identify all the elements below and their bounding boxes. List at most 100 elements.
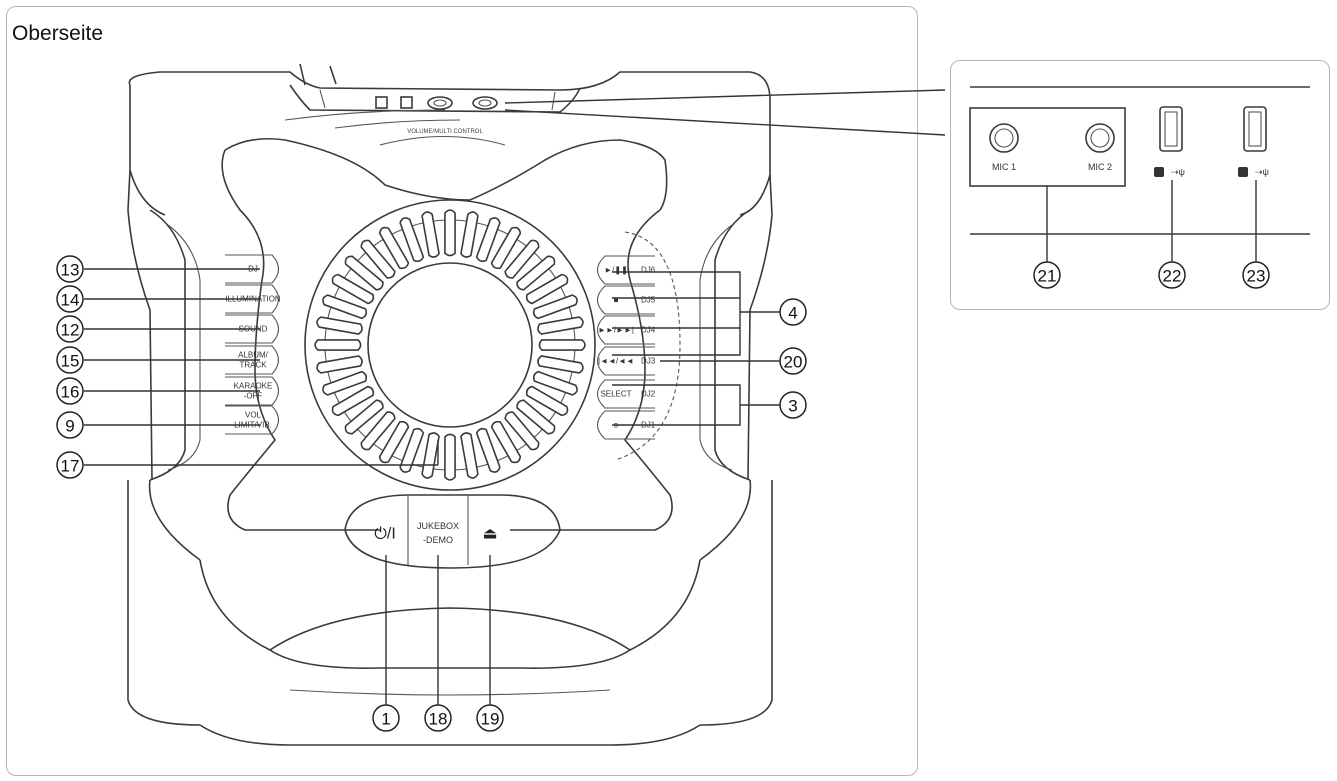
callout-15: 15 bbox=[56, 346, 84, 374]
inset-content: MIC 1 MIC 2 ⇢ψ ⇢ψ bbox=[969, 86, 1310, 262]
device-body: VOLUME/MULTI CONTROL ⏻/I JUKEBOX -DEMO ⏏ bbox=[127, 63, 773, 746]
callout-number: 18 bbox=[429, 710, 448, 729]
left-button-label: VOL bbox=[245, 411, 262, 420]
callout-3: 3 bbox=[779, 391, 807, 419]
left-button-label: -OFF bbox=[244, 392, 263, 401]
right-button-label: ■ bbox=[614, 296, 619, 305]
dial-ridge bbox=[525, 273, 569, 305]
dial-ridge bbox=[516, 399, 556, 435]
callout-number: 20 bbox=[784, 353, 803, 372]
right-button-1[interactable]: ►/❚❚ DJ6 bbox=[596, 255, 656, 285]
dial-ridges bbox=[314, 209, 586, 481]
dj-label: DJ6 bbox=[641, 266, 656, 275]
dial-ridge bbox=[516, 255, 556, 291]
dial-ridge bbox=[537, 355, 584, 374]
callout-16: 16 bbox=[56, 377, 84, 405]
dial-ridge bbox=[525, 385, 569, 417]
left-button-4[interactable]: ALBUM/TRACK bbox=[225, 345, 280, 375]
dial-ridge bbox=[399, 427, 425, 473]
usb-b-badge-icon bbox=[1238, 167, 1248, 177]
dj-label: DJ4 bbox=[641, 326, 656, 335]
right-button-label: ►►/►►| bbox=[598, 326, 634, 335]
dial-ridge bbox=[378, 226, 410, 270]
dial-ridge bbox=[460, 432, 479, 479]
jukebox-line-2: -DEMO bbox=[423, 535, 453, 545]
callout-number: 22 bbox=[1163, 267, 1182, 286]
callout-13: 13 bbox=[56, 255, 84, 283]
dj-label: DJ2 bbox=[641, 390, 656, 399]
dial-ridge bbox=[399, 217, 425, 263]
right-button-4[interactable]: |◄◄/◄◄ DJ3 bbox=[596, 346, 656, 376]
mic1-jack-icon bbox=[989, 123, 1019, 153]
callout-14: 14 bbox=[56, 285, 84, 313]
callout-number: 13 bbox=[61, 261, 80, 280]
dial-ridge bbox=[360, 239, 396, 279]
callout-21: 21 bbox=[1033, 261, 1061, 289]
callouts: 13 14 12 15 16 9 17 4 20 3 1 18 19 21 22 23 bbox=[56, 255, 1270, 732]
dial-ridge bbox=[322, 294, 368, 320]
callout-number: 16 bbox=[61, 383, 80, 402]
dial-ridge bbox=[532, 370, 578, 396]
dj-label: DJ3 bbox=[641, 357, 656, 366]
callout-12: 12 bbox=[56, 315, 84, 343]
dial-center bbox=[367, 262, 533, 428]
mic2-label: MIC 2 bbox=[1088, 162, 1112, 172]
volume-dial[interactable] bbox=[304, 199, 596, 491]
dial-ridge bbox=[460, 211, 479, 258]
callout-20: 20 bbox=[779, 347, 807, 375]
inset-connector-top bbox=[504, 89, 946, 104]
dial-ridge bbox=[322, 370, 368, 396]
dj-dashed-arc bbox=[614, 231, 681, 461]
dial-ridge bbox=[331, 273, 375, 305]
top-jack-1-icon bbox=[427, 96, 453, 110]
right-button-3[interactable]: ►►/►►| DJ4 bbox=[596, 315, 656, 345]
dial-ridge bbox=[314, 339, 362, 351]
right-button-2[interactable]: ■ DJ5 bbox=[596, 285, 656, 315]
dial-ridge bbox=[378, 420, 410, 464]
usb-a-symbol-icon: ⇢ψ bbox=[1171, 167, 1185, 177]
dial-ridge bbox=[490, 226, 522, 270]
callout-number: 4 bbox=[788, 304, 797, 323]
callout-19: 19 bbox=[476, 704, 504, 732]
left-button-label: TRACK bbox=[239, 361, 267, 370]
dial-ridge bbox=[504, 239, 540, 279]
dj-label: DJ5 bbox=[641, 296, 656, 305]
callout-number: 21 bbox=[1038, 267, 1057, 286]
left-button-5[interactable]: KARAOKE-OFF bbox=[225, 376, 280, 406]
callout-9: 9 bbox=[56, 411, 84, 439]
usb-port-b-icon bbox=[1243, 106, 1267, 152]
top-slot-b-icon bbox=[400, 96, 413, 109]
callout-number: 12 bbox=[61, 321, 80, 340]
dial-ridge bbox=[532, 294, 578, 320]
callout-number: 23 bbox=[1247, 267, 1266, 286]
usb-a-badge-icon bbox=[1154, 167, 1164, 177]
callout-number: 14 bbox=[61, 291, 80, 310]
inset-connector-bottom bbox=[504, 109, 946, 136]
callout-23: 23 bbox=[1242, 261, 1270, 289]
dial-ridge bbox=[344, 255, 384, 291]
callout-18: 18 bbox=[424, 704, 452, 732]
mic2-jack-icon bbox=[1085, 123, 1115, 153]
dial-ridge bbox=[316, 316, 363, 335]
volume-control-text: VOLUME/MULTI CONTROL bbox=[407, 129, 483, 135]
callout-number: 3 bbox=[788, 397, 797, 416]
panel-title: Oberseite bbox=[12, 22, 104, 45]
callout-number: 1 bbox=[381, 710, 390, 729]
callout-17: 17 bbox=[56, 451, 84, 479]
dial-ridge bbox=[504, 411, 540, 451]
right-button-label: ►/❚❚ bbox=[604, 266, 628, 275]
dial-ridge bbox=[331, 385, 375, 417]
jukebox-line-1: JUKEBOX bbox=[417, 521, 459, 531]
callout-4: 4 bbox=[779, 298, 807, 326]
left-button-column: DJILLUMINATIONSOUNDALBUM/TRACKKARAOKE-OF… bbox=[225, 254, 281, 435]
callout-1: 1 bbox=[372, 704, 400, 732]
dial-ridge bbox=[444, 209, 456, 257]
mic1-label: MIC 1 bbox=[992, 162, 1016, 172]
right-button-label: |◄◄/◄◄ bbox=[598, 357, 634, 366]
dial-ridge bbox=[538, 339, 586, 351]
callout-number: 15 bbox=[61, 352, 80, 371]
